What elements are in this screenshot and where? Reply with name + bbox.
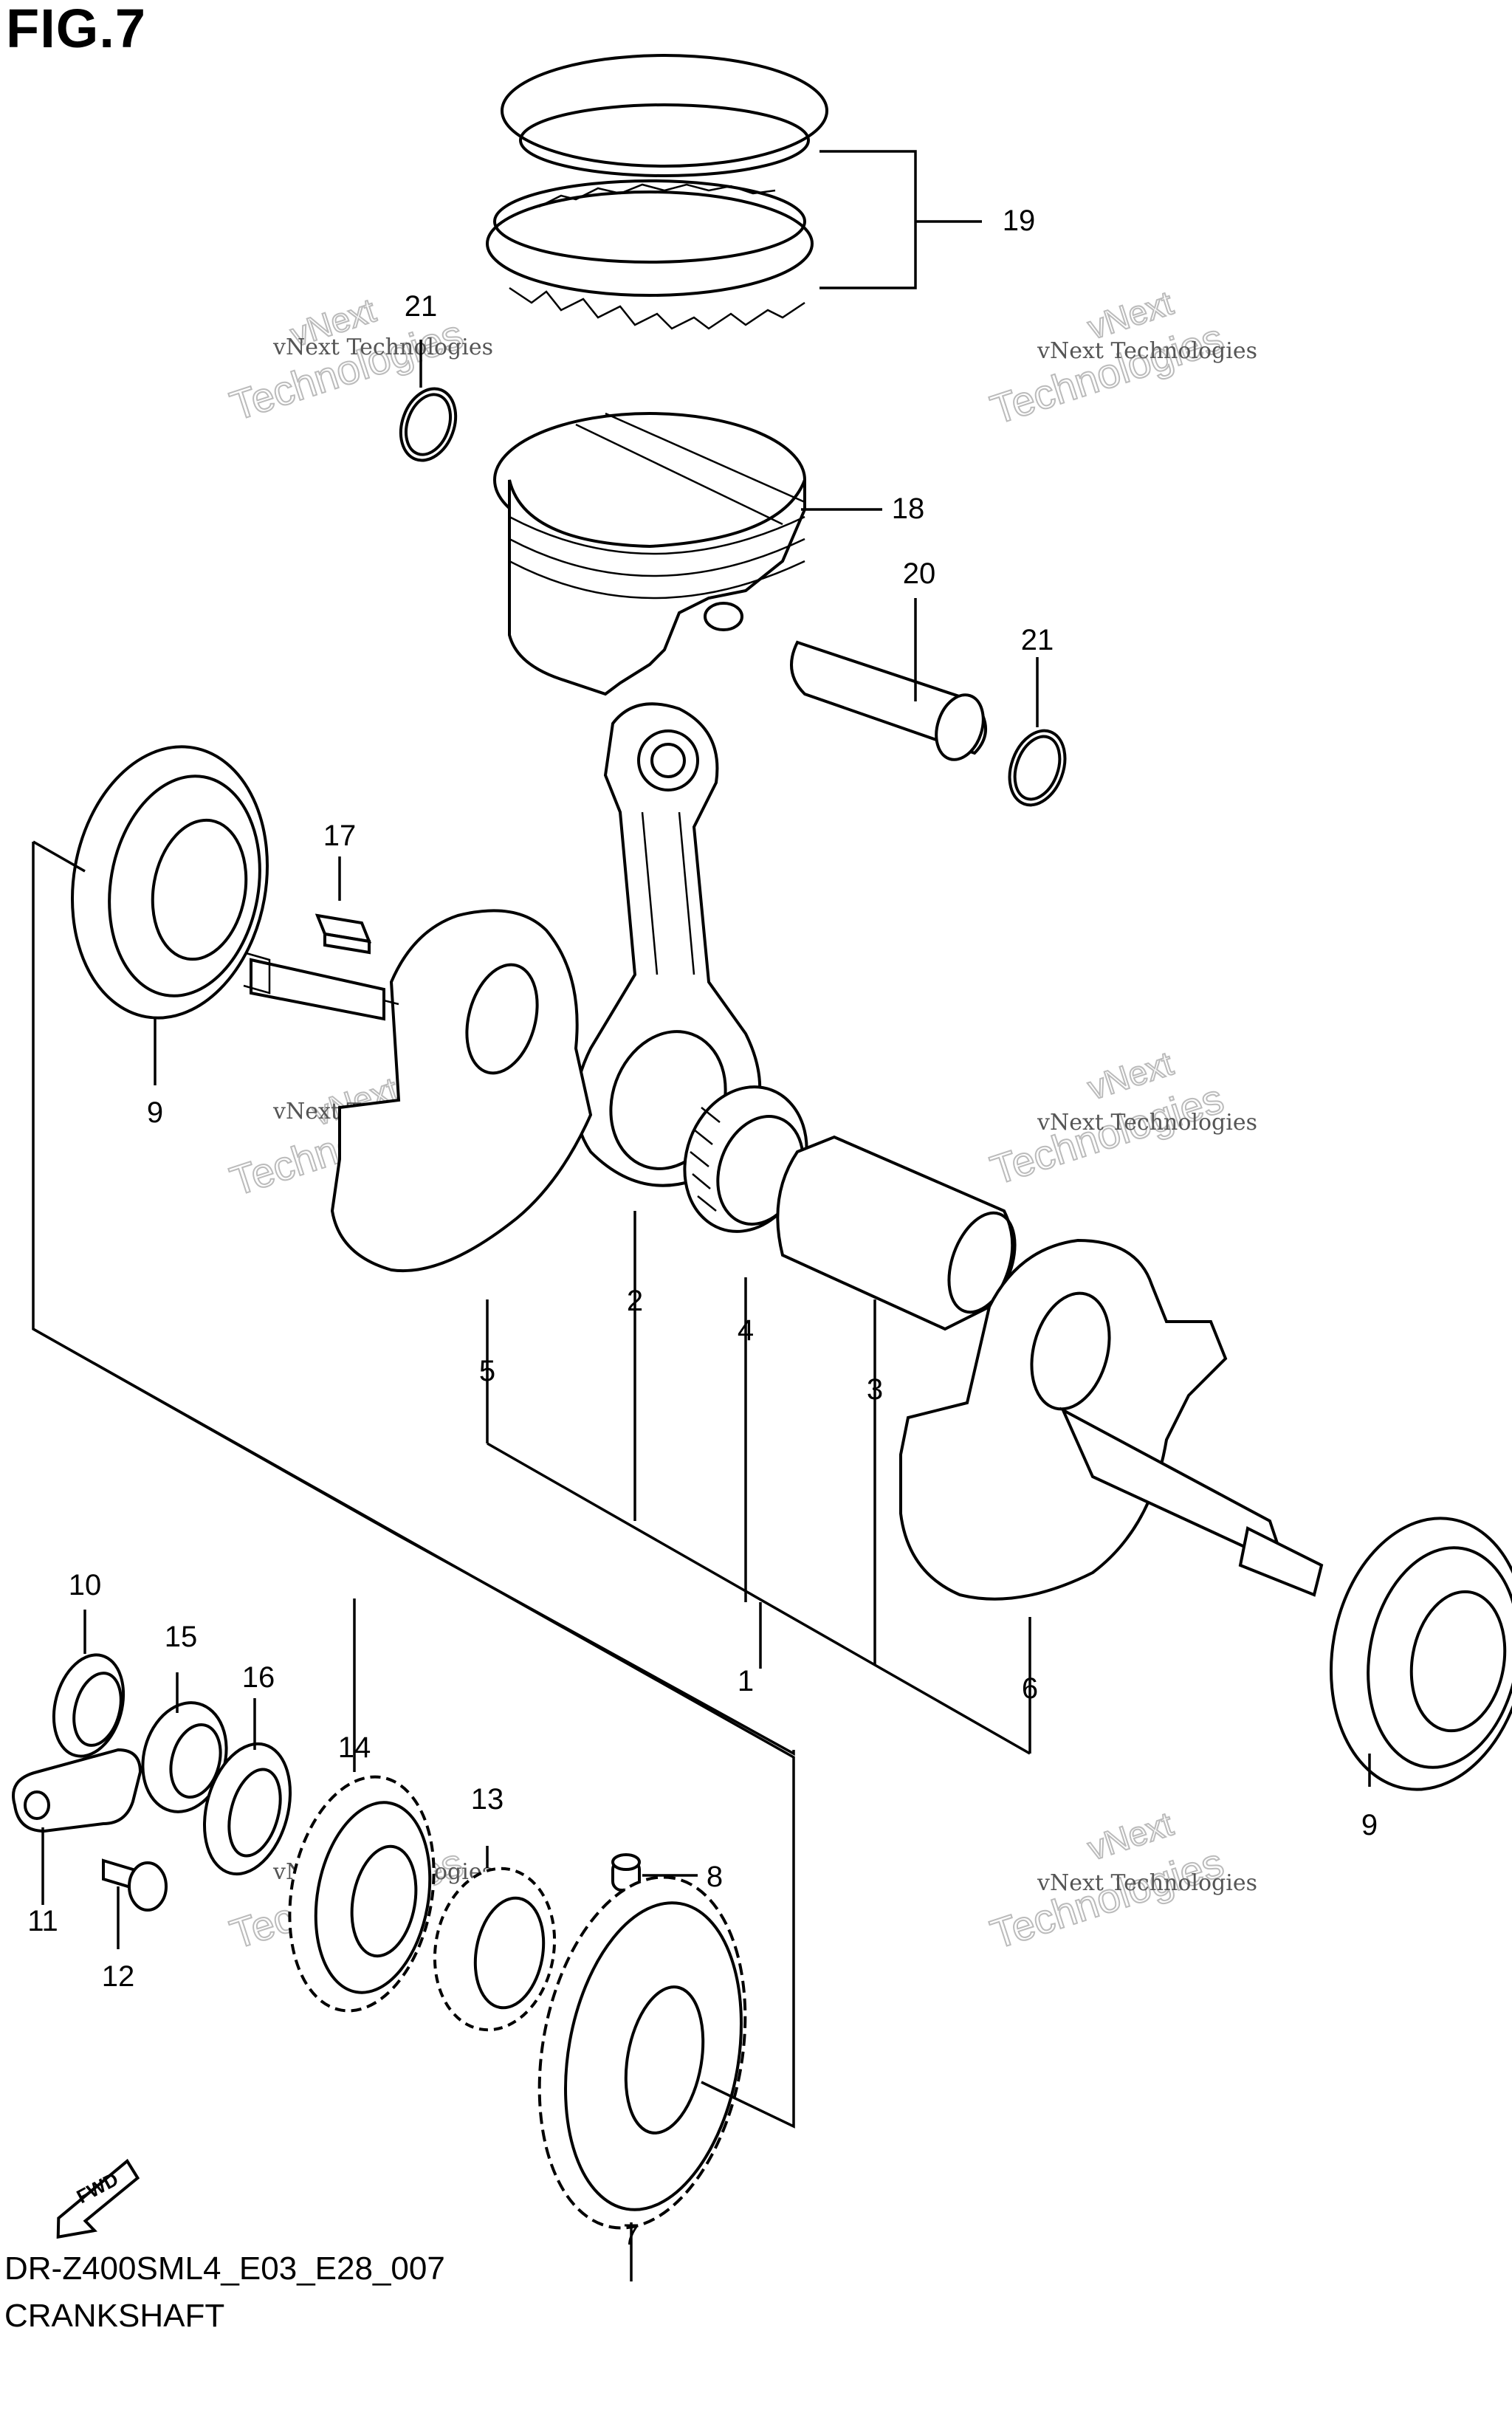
- circlip-right: [1008, 729, 1067, 807]
- balancer-drive-gear: [288, 1775, 436, 2013]
- callout-6: 6: [1022, 1672, 1038, 1705]
- watermark-top-left: vNext Technologies vNext Technologies: [224, 290, 493, 430]
- callout-numbers: 1 2 3 4 5 6 7 8 9 9 10 11 12 13 14 15 16…: [27, 205, 1378, 2251]
- stopper-plate: [12, 1748, 142, 1833]
- primary-drive-gear: [537, 1875, 747, 2230]
- oil-seal: [52, 1653, 126, 1758]
- callout-9-right: 9: [1361, 1809, 1378, 1841]
- callout-9-left: 9: [147, 1096, 163, 1129]
- callout-21-left: 21: [405, 290, 438, 323]
- callout-1: 1: [738, 1665, 754, 1697]
- watermark-top-right: vNext Technologies vNext Technologies: [984, 283, 1257, 434]
- callout-16: 16: [242, 1661, 275, 1694]
- watermark-text: vNext Technologies: [1037, 1110, 1257, 1136]
- callout-7: 7: [623, 2219, 639, 2251]
- washer: [202, 1742, 292, 1876]
- crank-wheel-right: [899, 1238, 1324, 1601]
- watermark-text: vNext Technologies: [1037, 1870, 1257, 1896]
- callout-4: 4: [738, 1314, 754, 1347]
- circlip-left: [399, 387, 458, 462]
- gear-13: [433, 1867, 557, 2032]
- callout-13: 13: [471, 1783, 504, 1816]
- watermark-text: vNext Technologies: [272, 334, 493, 360]
- figure-title: FIG.7: [6, 0, 147, 59]
- figure-code: DR-Z400SML4_E03_E28_007: [4, 2250, 445, 2287]
- callout-12: 12: [102, 1960, 135, 1993]
- callout-5: 5: [479, 1355, 495, 1387]
- callout-18: 18: [892, 492, 925, 525]
- callout-8: 8: [707, 1861, 723, 1893]
- crank-wheel-left: [243, 909, 593, 1273]
- callout-11: 11: [27, 1905, 58, 1937]
- callout-3: 3: [867, 1373, 883, 1406]
- watermark-bottom-right: vNext Technologies vNext Technologies: [984, 1804, 1257, 1959]
- piston-pin: [790, 640, 987, 761]
- bearing-right: [1330, 1517, 1512, 1791]
- watermark-text: vNext Technologies: [1037, 338, 1257, 364]
- piston: [493, 412, 806, 696]
- callout-14: 14: [338, 1731, 371, 1764]
- watermark-mid-right: vNext Technologies vNext Technologies: [984, 1043, 1257, 1195]
- callout-2: 2: [627, 1285, 643, 1317]
- screw: [102, 1858, 168, 1912]
- piston-rings: [486, 54, 828, 330]
- callout-17: 17: [323, 820, 357, 852]
- callout-10: 10: [69, 1569, 102, 1601]
- fwd-arrow-icon: FWD: [56, 2158, 140, 2239]
- callout-19: 19: [1003, 205, 1036, 237]
- callout-21-right: 21: [1021, 624, 1054, 656]
- crankshaft-key: [315, 913, 372, 955]
- callout-15: 15: [165, 1621, 198, 1653]
- figure-name: CRANKSHAFT: [4, 2298, 225, 2334]
- callout-20: 20: [903, 557, 936, 590]
- assembly-lines: [32, 150, 1371, 2281]
